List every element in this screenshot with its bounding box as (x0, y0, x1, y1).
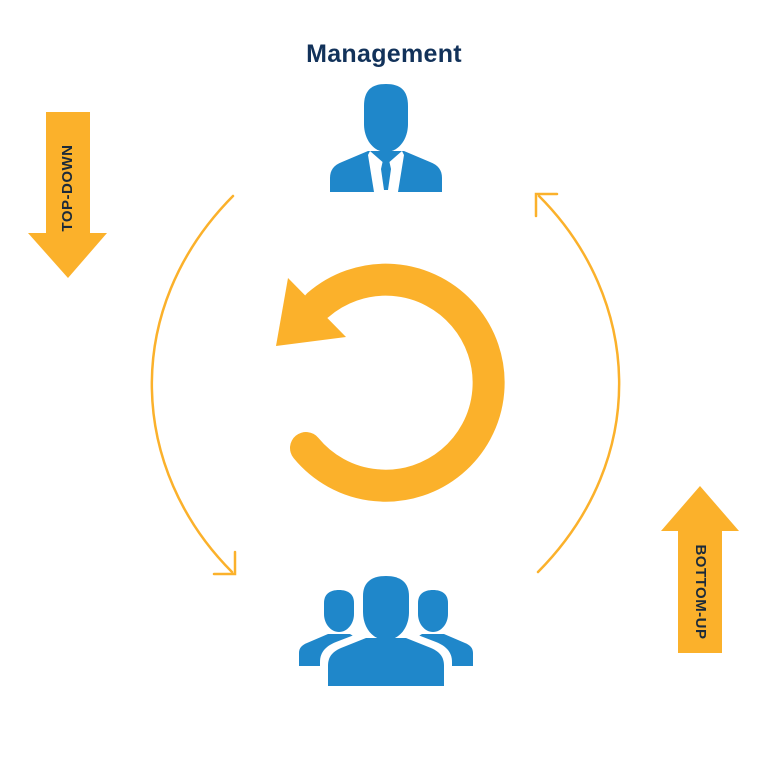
team-center-body (328, 638, 444, 686)
team-center-head (363, 576, 409, 640)
cycle-arc (290, 263, 505, 502)
team-left-head (324, 590, 354, 632)
right-flow-arrow (534, 192, 621, 574)
top-down-label: TOP-DOWN (59, 144, 76, 231)
cycle-arrowhead (276, 278, 346, 346)
bottom-up-arrow: BOTTOM-UP (661, 486, 739, 653)
manager-icon (330, 84, 442, 192)
cycle-arrow-icon (276, 263, 505, 502)
left-flow-arrowhead (212, 550, 237, 576)
top-down-arrow: TOP-DOWN (28, 112, 107, 278)
manager-head (364, 84, 408, 152)
bottom-up-label: BOTTOM-UP (692, 544, 709, 639)
team-icon (299, 576, 473, 690)
right-flow-curve (536, 194, 621, 574)
bottom-up-arrow-shape (661, 486, 739, 653)
management-title: Management (306, 40, 462, 68)
team-right-head (418, 590, 448, 632)
right-flow-arrowhead (534, 192, 559, 218)
manager-tie (381, 160, 391, 190)
top-down-arrow-shape (28, 112, 107, 278)
left-flow-arrow (150, 194, 237, 576)
left-flow-curve (150, 194, 235, 574)
